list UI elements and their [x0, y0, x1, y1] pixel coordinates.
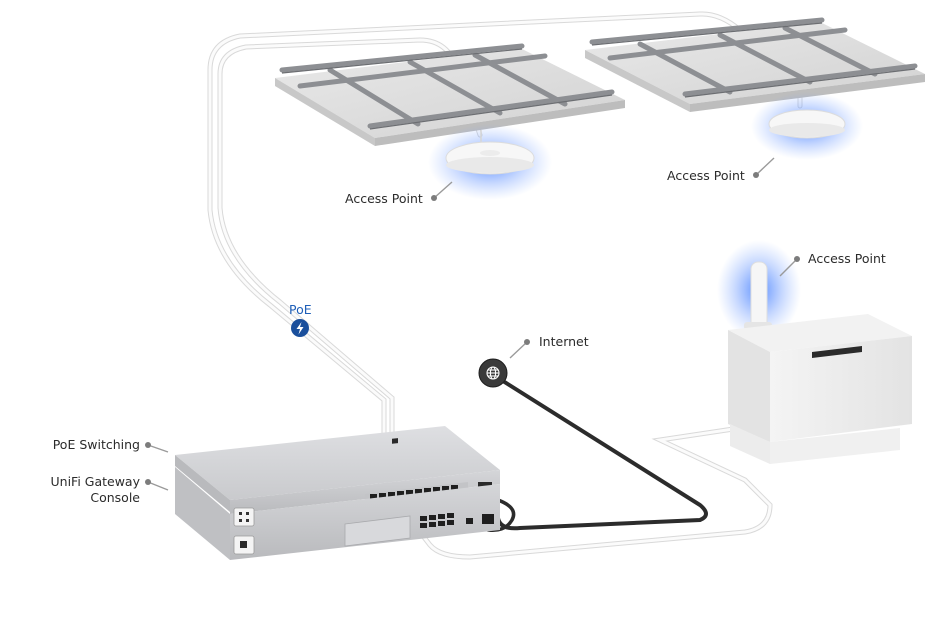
label-poe: PoE: [289, 302, 312, 317]
label-access-point-left: Access Point: [345, 191, 423, 206]
label-gateway-line2: Console: [90, 490, 140, 505]
ceiling-panel-left: [275, 43, 625, 146]
label-leaders: [145, 157, 800, 491]
unifi-gateway-console: [175, 467, 500, 560]
label-poe-switching: PoE Switching: [52, 437, 140, 452]
label-access-point-outdoor: Access Point: [808, 251, 886, 266]
globe-icon: [486, 366, 500, 380]
label-gateway-line1: UniFi Gateway: [50, 474, 141, 489]
access-point-right: [751, 92, 863, 160]
ceiling-panel-right: [585, 17, 925, 112]
ethernet-cables: [207, 11, 803, 560]
internet-badge: [478, 358, 508, 388]
lightning-icon: [296, 322, 304, 335]
label-internet: Internet: [539, 334, 589, 349]
outdoor-enclosure: [728, 314, 912, 464]
internet-cable: [486, 374, 708, 533]
access-point-left: [428, 124, 552, 200]
label-access-point-right: Access Point: [667, 168, 745, 183]
poe-badge: [291, 319, 309, 337]
